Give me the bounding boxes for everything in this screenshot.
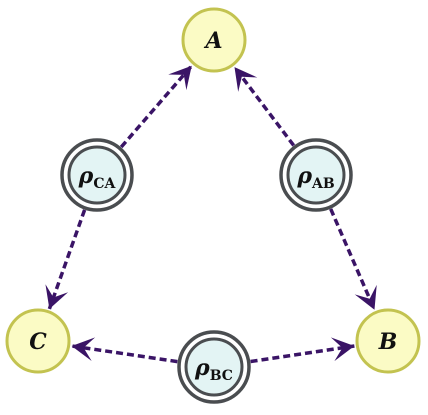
- source-node-ca: ρCA: [60, 138, 134, 212]
- arrowhead-ab-to-a: [234, 67, 258, 92]
- party-c-circle: [5, 308, 71, 374]
- arrowhead-ab-to-b: [354, 284, 377, 310]
- arrowhead-ca-to-c: [45, 284, 69, 309]
- party-node-b: B: [355, 308, 421, 374]
- source-ca-symbol: ρ: [78, 163, 94, 189]
- edge-ab-to-b: [329, 208, 377, 311]
- party-a-circle: [181, 7, 247, 73]
- party-b-label: B: [378, 329, 398, 355]
- source-bc-inner-circle: [184, 337, 244, 397]
- source-ca-inner-circle: [67, 145, 127, 205]
- source-ab-symbol: ρ: [296, 163, 312, 189]
- party-node-a: A: [181, 7, 247, 73]
- edge-bc-to-c: [71, 344, 178, 364]
- source-ab-subscript: AB: [311, 176, 335, 192]
- source-bc-symbol: ρ: [194, 355, 210, 381]
- source-ab-label: ρAB: [296, 163, 335, 192]
- edge-ca-to-a: [119, 64, 194, 149]
- source-bc-subscript: BC: [210, 368, 233, 384]
- source-ca-label: ρCA: [78, 163, 117, 192]
- party-node-c: C: [5, 308, 71, 374]
- source-node-ab: ρAB: [279, 138, 353, 212]
- source-bc-label: ρBC: [194, 355, 233, 384]
- source-ab-inner-circle: [286, 145, 346, 205]
- party-c-label: C: [29, 329, 47, 355]
- edge-bc-to-b: [250, 344, 355, 364]
- edge-ab-to-a: [233, 66, 296, 147]
- arrowhead-bc-to-c: [71, 337, 96, 362]
- party-b-circle: [355, 308, 421, 374]
- source-node-bc: ρBC: [177, 330, 251, 404]
- party-a-label: A: [203, 28, 222, 54]
- arrowhead-bc-to-b: [330, 337, 355, 362]
- edge-ca-to-c: [47, 209, 87, 310]
- edges-layer: [45, 64, 377, 364]
- source-ca-subscript: CA: [93, 176, 116, 192]
- arrowhead-ca-to-a: [168, 65, 192, 91]
